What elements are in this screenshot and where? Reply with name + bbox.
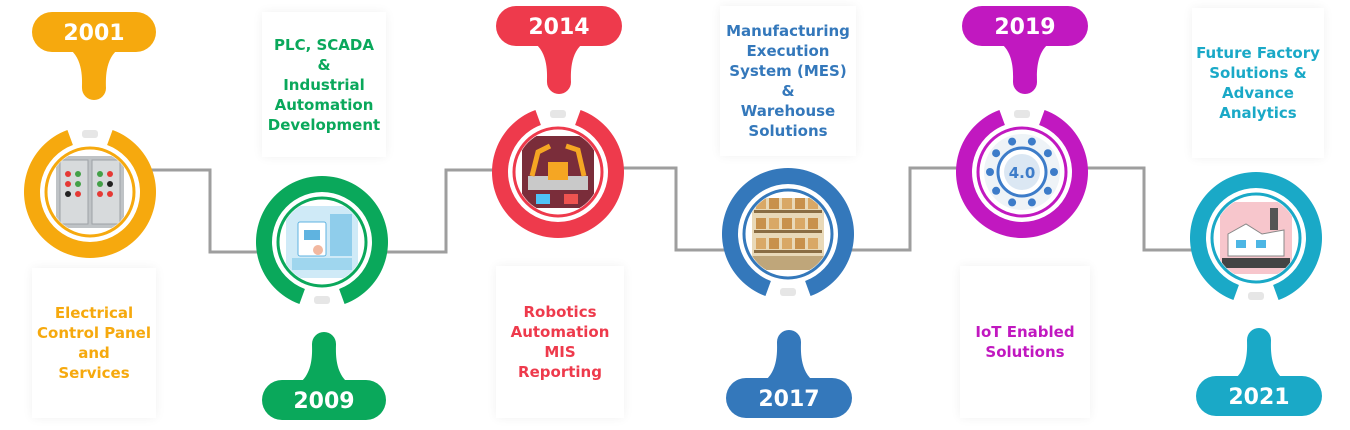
year-pin-2014: 2014	[496, 6, 622, 94]
warehouse-icon	[752, 198, 824, 270]
year-pin-2001: 2001	[32, 12, 156, 100]
control-panel-icon	[56, 156, 124, 228]
year-label-2017: 2017	[758, 387, 819, 412]
year-badge	[726, 378, 852, 418]
year-badge	[262, 380, 386, 420]
year-badge	[1196, 376, 1322, 416]
timeline-connectors	[150, 166, 1196, 254]
ring-nub	[550, 110, 566, 118]
year-badge	[496, 6, 622, 46]
milestone-caption-2001: Electrical Control Panel and Services	[32, 268, 156, 418]
year-label-2014: 2014	[528, 15, 589, 40]
milestone-caption-2021: Future Factory Solutions & Advance Analy…	[1192, 8, 1324, 158]
connector-line	[380, 168, 498, 254]
industry-badge-label: 4.0	[1009, 164, 1036, 182]
milestone-caption-2017: Manufacturing Execution System (MES) & W…	[720, 6, 856, 156]
industry-40-icon: 4.0	[984, 134, 1060, 210]
milestone-node-2019: 4.0 2019	[956, 6, 1089, 238]
year-pin-2019: 2019	[962, 6, 1088, 94]
milestone-caption-2009: PLC, SCADA & Industrial Automation Devel…	[262, 12, 386, 157]
year-label-2009: 2009	[293, 389, 354, 414]
milestone-node-2009: 2009	[256, 176, 388, 420]
robotics-icon	[522, 136, 594, 208]
connector-line	[150, 168, 266, 254]
year-label-2021: 2021	[1228, 385, 1289, 410]
year-pin-2009: 2009	[262, 332, 386, 420]
connector-line	[848, 166, 962, 252]
milestone-node-2014: 2014	[492, 6, 625, 239]
future-factory-icon	[1220, 202, 1292, 274]
milestone-node-2017: 2017	[721, 168, 854, 418]
ring-nub	[780, 288, 796, 296]
year-badge	[962, 6, 1088, 46]
year-label-2001: 2001	[63, 21, 124, 46]
ring-nub	[82, 130, 98, 138]
milestone-node-2021: 2021	[1190, 172, 1322, 416]
connector-line	[1082, 166, 1196, 252]
year-label-2019: 2019	[994, 15, 1055, 40]
timeline-nodes: 2001 2009 2014 2017 4.0 2019 2021	[24, 6, 1322, 420]
connector-line	[618, 166, 728, 252]
milestone-caption-2014: Robotics Automation MIS Reporting	[496, 266, 624, 418]
year-pin-2021: 2021	[1196, 328, 1322, 416]
ring-nub	[314, 296, 330, 304]
year-badge	[32, 12, 156, 52]
milestone-node-2001: 2001	[24, 12, 157, 258]
year-pin-2017: 2017	[726, 330, 852, 418]
ring-nub	[1014, 110, 1030, 118]
ring-nub	[1248, 292, 1264, 300]
milestone-caption-2019: IoT Enabled Solutions	[960, 266, 1090, 418]
automation-system-icon	[286, 206, 358, 278]
